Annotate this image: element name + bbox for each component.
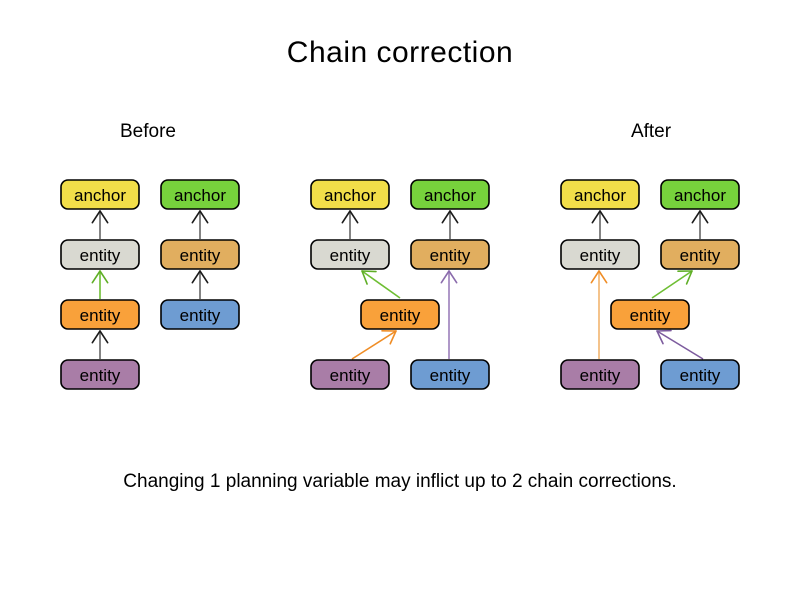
diagram-caption: Changing 1 planning variable may inflict… — [123, 471, 677, 492]
node-before-entity-blue: entity — [160, 299, 240, 330]
node-before-entity-orange: entity — [60, 299, 140, 330]
node-label: entity — [180, 246, 221, 265]
node-label: entity — [630, 306, 671, 325]
node-after-anchor-green: anchor — [660, 179, 740, 210]
diagram-title: Chain correction — [286, 36, 514, 69]
node-label: entity — [380, 306, 421, 325]
arrow-during-entity-purple-to-entity-orange — [351, 330, 397, 360]
node-during-entity-orange: entity — [360, 299, 440, 330]
arrow-before-entity-tan-to-anchor-green — [191, 210, 209, 239]
arrow-during-entity-orange-to-entity-gray — [361, 270, 401, 299]
node-label: entity — [330, 366, 371, 385]
node-label: anchor — [324, 186, 376, 205]
node-label: entity — [580, 246, 621, 265]
node-label: entity — [430, 246, 471, 265]
node-after-entity-blue: entity — [660, 359, 740, 390]
node-during-anchor-yellow: anchor — [310, 179, 390, 210]
node-after-entity-gray: entity — [560, 239, 640, 270]
arrow-after-entity-blue-to-entity-orange — [656, 329, 704, 360]
node-label: entity — [580, 366, 621, 385]
node-before-entity-tan: entity — [160, 239, 240, 270]
node-before-anchor-yellow: anchor — [60, 179, 140, 210]
arrow-before-entity-gray-to-anchor-yellow — [91, 210, 109, 239]
node-label: entity — [330, 246, 371, 265]
before-label: Before — [120, 121, 176, 142]
arrow-after-entity-purple-to-entity-gray — [590, 270, 608, 359]
node-during-entity-blue: entity — [410, 359, 490, 390]
arrow-before-entity-orange-to-entity-gray — [91, 270, 109, 299]
node-before-entity-purple: entity — [60, 359, 140, 390]
node-label: entity — [80, 366, 121, 385]
node-during-entity-purple: entity — [310, 359, 390, 390]
arrow-after-entity-orange-to-entity-tan — [651, 270, 693, 299]
arrow-after-entity-tan-to-anchor-green — [691, 210, 709, 239]
arrow-before-entity-blue-to-entity-tan — [191, 270, 209, 299]
node-label: anchor — [674, 186, 726, 205]
node-label: entity — [680, 366, 721, 385]
node-label: anchor — [74, 186, 126, 205]
node-after-anchor-yellow: anchor — [560, 179, 640, 210]
after-label: After — [630, 121, 672, 142]
node-label: entity — [80, 246, 121, 265]
arrow-after-entity-gray-to-anchor-yellow — [591, 210, 609, 239]
node-label: anchor — [424, 186, 476, 205]
node-label: entity — [430, 366, 471, 385]
node-label: anchor — [174, 186, 226, 205]
node-after-entity-tan: entity — [660, 239, 740, 270]
node-during-entity-tan: entity — [410, 239, 490, 270]
arrow-during-entity-tan-to-anchor-green — [441, 210, 459, 239]
node-before-anchor-green: anchor — [160, 179, 240, 210]
arrow-before-entity-purple-to-entity-orange — [91, 330, 109, 359]
node-label: entity — [80, 306, 121, 325]
node-during-entity-gray: entity — [310, 239, 390, 270]
node-label: anchor — [574, 186, 626, 205]
node-after-entity-purple: entity — [560, 359, 640, 390]
arrow-during-entity-blue-to-entity-tan — [440, 270, 458, 359]
arrow-during-entity-gray-to-anchor-yellow — [341, 210, 359, 239]
node-label: entity — [680, 246, 721, 265]
node-after-entity-orange: entity — [610, 299, 690, 330]
node-before-entity-gray: entity — [60, 239, 140, 270]
node-label: entity — [180, 306, 221, 325]
node-during-anchor-green: anchor — [410, 179, 490, 210]
